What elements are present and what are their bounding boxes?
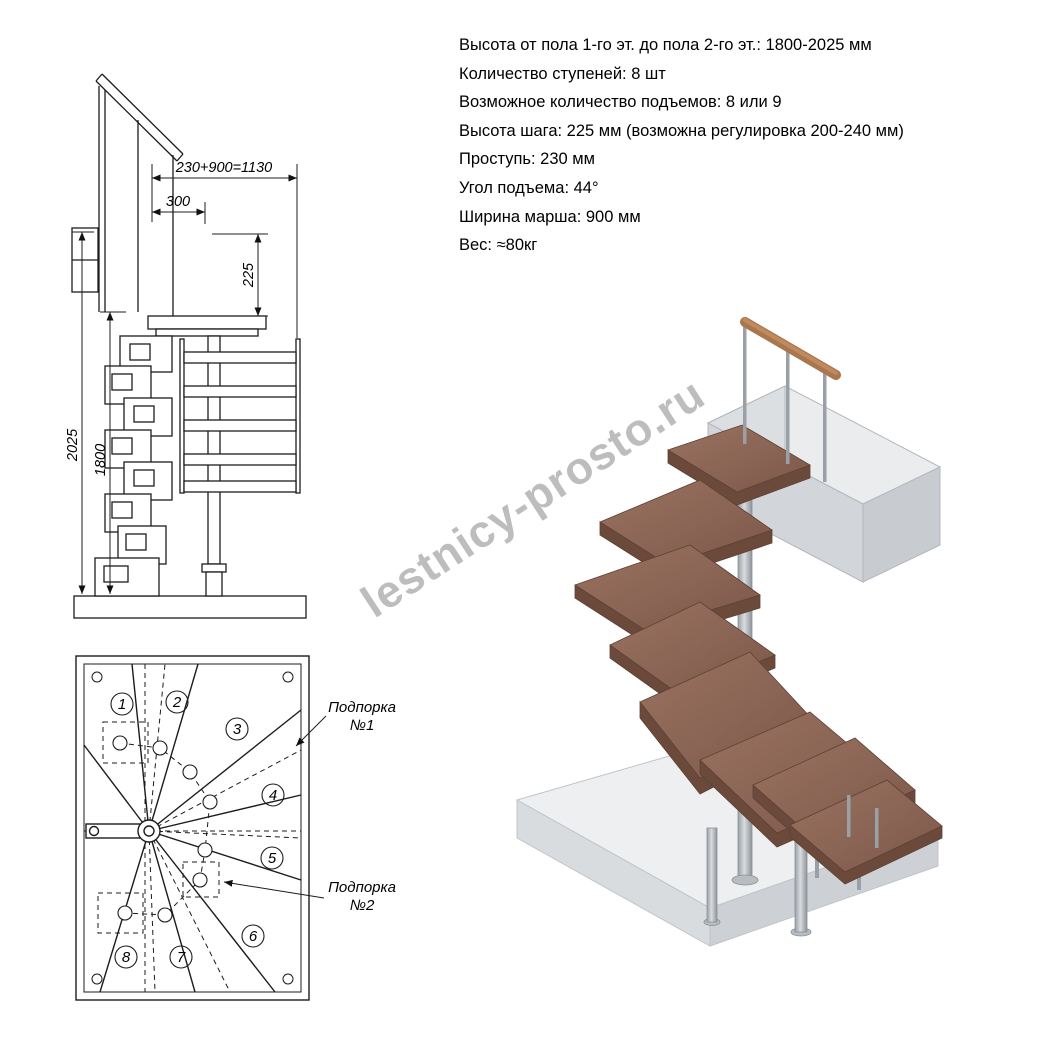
- top-platform-side: [147, 315, 267, 337]
- baluster-pin: [847, 795, 851, 837]
- dim-label-total-width: 230+900=1130: [175, 160, 273, 176]
- floor-slab-side: [73, 595, 307, 619]
- handrail-side: [95, 73, 184, 162]
- upper-floor-edge: [71, 227, 99, 293]
- tread-boundaries: [83, 663, 302, 993]
- dim-label-step-height: 225: [241, 262, 257, 288]
- baluster-rod: [823, 368, 827, 482]
- step-number: 1: [118, 696, 126, 713]
- spec-line: Возможное количество подъемов: 8 или 9: [459, 93, 782, 112]
- tread-1: [789, 779, 943, 885]
- spec-line: Высота шага: 225 мм (возможна регулировк…: [459, 121, 904, 140]
- plan-inner-frame: [83, 663, 302, 993]
- column-hub: [137, 819, 161, 843]
- callout-support-2-line1: Подпорка: [328, 879, 396, 896]
- dimension-lines: [72, 164, 298, 594]
- callout-support-1-line1: Подпорка: [328, 699, 396, 716]
- step-number: 8: [122, 949, 131, 966]
- step-number-balloons: [110, 690, 285, 969]
- step-number: 4: [269, 787, 277, 804]
- plan-drawing: 1 2 3 4 5 6 7 8 Подпорка №1 Подпорка №2: [75, 655, 396, 1001]
- elevation-drawing: 230+900=1130 300 225 2025 1800: [65, 73, 307, 619]
- spec-line: Количество ступеней: 8 шт: [459, 64, 666, 83]
- tread-8: [667, 424, 811, 506]
- entry-support: [85, 823, 150, 839]
- spec-line: Ширина марша: 900 мм: [459, 207, 641, 226]
- callout-support-1-line2: №1: [350, 717, 375, 734]
- step-number: 3: [233, 721, 242, 738]
- spec-line: Высота от пола 1-го эт. до пола 2-го эт.…: [459, 36, 872, 54]
- spec-line: Угол подъема: 44°: [459, 178, 599, 197]
- central-column-side: [201, 335, 227, 597]
- spec-line: Вес: ≈80кг: [459, 236, 538, 255]
- dim-label-height-min: 1800: [93, 444, 109, 476]
- balusters-side: [98, 86, 174, 316]
- spec-line: Проступь: 230 мм: [459, 150, 595, 169]
- tread-edges-side: [179, 338, 301, 494]
- baluster-rod: [743, 324, 747, 444]
- staircase-3d-render: [515, 317, 943, 947]
- step-number: 7: [177, 949, 186, 966]
- dim-label-landing-depth: 300: [166, 194, 190, 210]
- step-number: 5: [268, 850, 277, 867]
- plan-outer-frame: [75, 655, 310, 1001]
- corner-fixings: [91, 671, 294, 985]
- callout-leaders: [223, 715, 327, 899]
- module-stack-side: [94, 335, 173, 597]
- dim-label-height-max: 2025: [65, 428, 81, 462]
- treads-3d: [574, 424, 943, 885]
- baluster-pin: [875, 808, 879, 848]
- callout-support-2-line2: №2: [350, 897, 375, 914]
- step-number: 6: [249, 928, 258, 945]
- baluster-rod: [786, 346, 790, 464]
- railing-3d: [740, 317, 879, 848]
- post-positions: [112, 735, 218, 923]
- specs-block: Высота от пола 1-го эт. до пола 2-го эт.…: [459, 31, 904, 260]
- step-number: 2: [172, 694, 182, 711]
